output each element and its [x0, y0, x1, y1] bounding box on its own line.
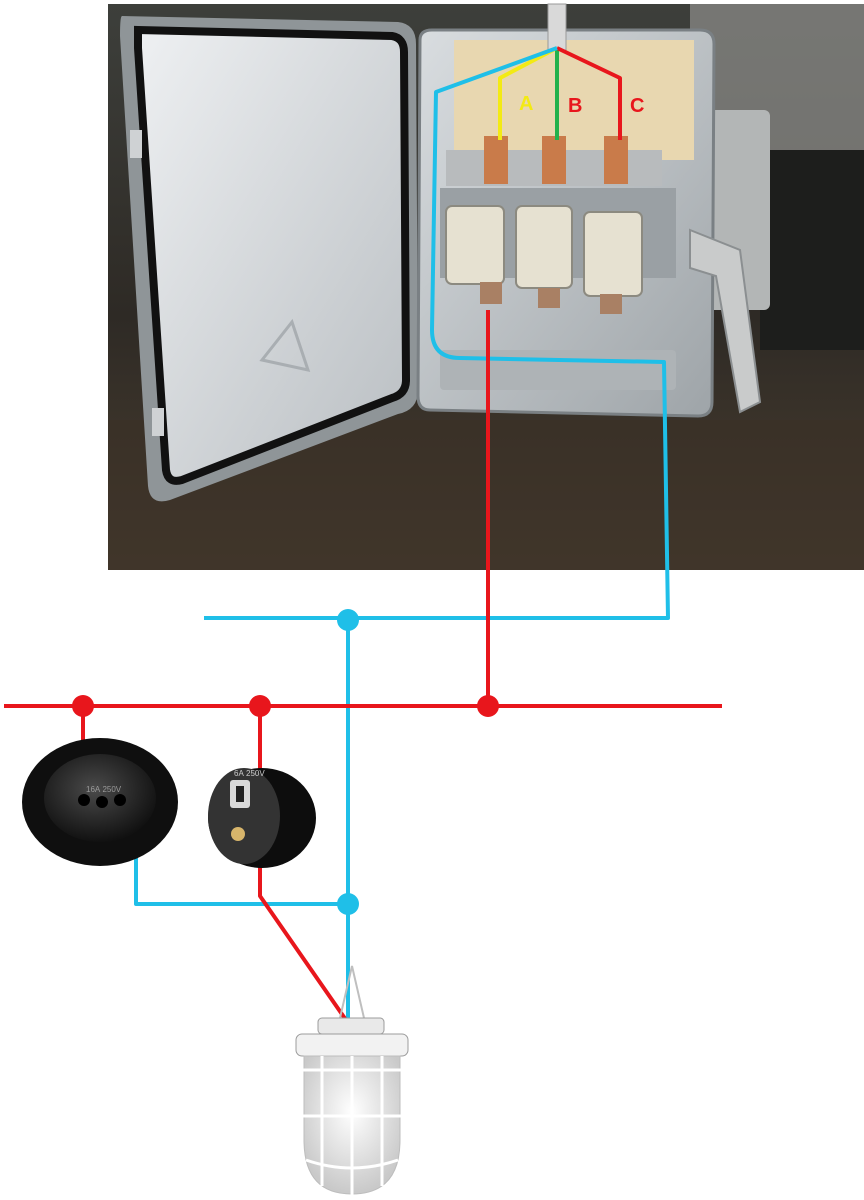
round-switch-icon: 6А 250V [208, 768, 316, 868]
neutral-wires [134, 46, 670, 1018]
switch-rating-label: 6А 250V [234, 769, 265, 778]
junction-neutral-bottom [337, 893, 359, 915]
junctions [72, 609, 499, 915]
neutral-to-socket [134, 856, 348, 906]
cable-entry [547, 3, 567, 51]
neutral-from-box [204, 46, 670, 620]
wire-phase-a [498, 46, 558, 140]
junction-neutral-top [337, 609, 359, 631]
fuse-a [445, 136, 508, 304]
wire-phase-c [556, 46, 622, 140]
label-phase-c: C [630, 95, 644, 117]
label-phase-a: A [519, 93, 533, 115]
fuse-b [515, 136, 573, 308]
caged-ceiling-lamp-icon [295, 965, 409, 1196]
socket-rating-label: 16А 250V [86, 785, 122, 794]
junction-phase-socket [72, 695, 94, 717]
supply-wires [498, 46, 622, 140]
junction-phase-switch [249, 695, 271, 717]
junction-phase-main [477, 695, 499, 717]
fuse-c [583, 136, 643, 314]
round-socket-icon: 16А 250V [22, 738, 178, 866]
label-phase-b: B [568, 95, 582, 117]
box-door [120, 16, 418, 502]
